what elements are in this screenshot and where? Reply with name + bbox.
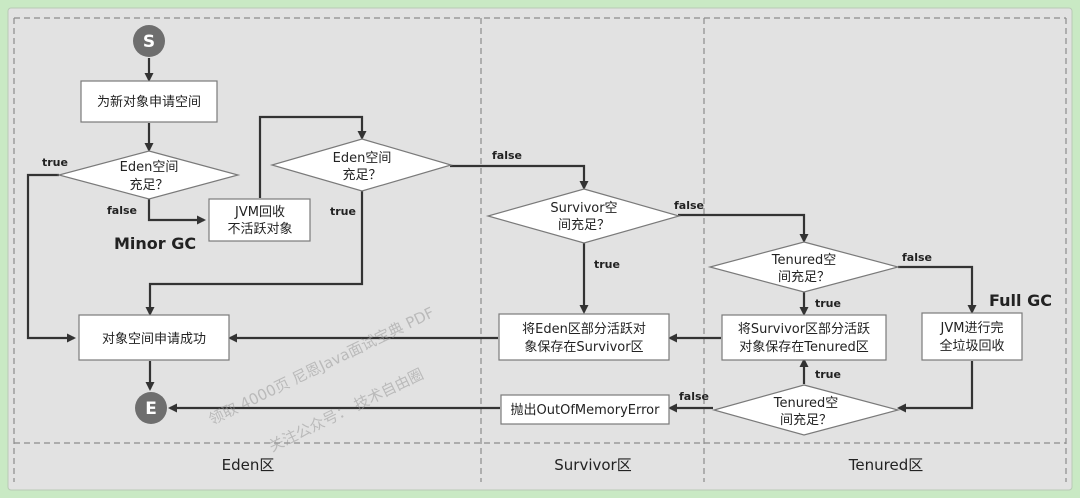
edge-label-false-2: false [492, 149, 522, 162]
zone-label-eden: Eden区 [222, 456, 275, 474]
minor-gc-annotation: Minor GC [114, 234, 196, 253]
end-node-label: E [145, 399, 157, 419]
edge-tenured1-false-to-fullgc [898, 265, 977, 314]
diagram-panel [7, 7, 1073, 491]
edge-label-true-1: true [42, 156, 68, 169]
jvm-reclaim-line1: JVM回收 [234, 205, 285, 220]
full-gc-annotation: Full GC [989, 291, 1052, 310]
alloc-request-label: 为新对象申请空间 [97, 94, 201, 110]
edge-label-true-5: true [815, 368, 841, 381]
survivor-check-diamond [485, 188, 682, 244]
full-gc-box-line2: 全垃圾回收 [939, 338, 1004, 354]
move-survivor-to-tenured-line1: 将Survivor区部分活跃 [738, 322, 870, 337]
edge-label-false-1: false [107, 204, 137, 217]
edge-label-false-3: false [674, 199, 704, 212]
edge-label-false-5: false [679, 390, 709, 403]
oom-label: 抛出OutOfMemoryError [511, 403, 661, 418]
edge-check2-true-to-success [145, 191, 364, 316]
edge-check2-false-to-survivor-check [450, 164, 589, 190]
full-gc-box-line1: JVM进行完 [940, 321, 1004, 336]
full-gc-box [921, 312, 1023, 361]
move-survivor-to-tenured-box [721, 314, 887, 361]
jvm-reclaim-box [208, 198, 311, 242]
survivor-check-line2: 间充足？ [558, 217, 610, 233]
tenured-check-1-line2: 间充足？ [778, 269, 830, 285]
tenured-check-2-line2: 间充足？ [780, 412, 832, 428]
eden-check-2-diamond [269, 138, 454, 192]
alloc-success-box [78, 314, 230, 361]
eden-check-2-line2: 充足？ [342, 167, 381, 183]
eden-check-2-line1: Eden空间 [333, 151, 392, 166]
edge-check1-true-to-success [26, 173, 76, 343]
oom-box [500, 394, 670, 425]
alloc-request-box [80, 80, 218, 123]
alloc-success-label: 对象空间申请成功 [102, 332, 206, 347]
start-node-label: S [143, 32, 155, 52]
jvm-reclaim-line2: 不活跃对象 [227, 222, 292, 237]
edge-fullgc-to-tenured2 [897, 361, 974, 413]
edge-label-true-4: true [815, 297, 841, 310]
edge-survivor-false-to-tenured-check [678, 213, 809, 243]
eden-check-1-line2: 充足？ [129, 177, 168, 193]
zone-label-tenured: Tenured区 [848, 456, 923, 474]
eden-check-1-line1: Eden空间 [120, 160, 179, 175]
move-eden-to-survivor-line2: 象保存在Survivor区 [524, 340, 643, 355]
move-eden-to-survivor-box [498, 313, 670, 361]
end-node [135, 392, 167, 424]
tenured-check-2-diamond [711, 384, 901, 436]
edge-check1-false-to-reclaim [147, 199, 206, 225]
edge-label-true-3: true [594, 258, 620, 271]
edge-label-false-4: false [902, 251, 932, 264]
tenured-check-1-line1: Tenured空 [771, 253, 837, 268]
start-node [133, 25, 165, 57]
eden-check-1-diamond [56, 150, 241, 200]
edge-reclaim-to-check2 [258, 115, 367, 198]
edge-label-true-2: true [330, 205, 356, 218]
move-eden-to-survivor-line1: 将Eden区部分活跃对 [522, 322, 646, 337]
tenured-check-2-line1: Tenured空 [773, 396, 839, 411]
zone-label-survivor: Survivor区 [554, 456, 631, 474]
tenured-check-1-diamond [707, 241, 901, 293]
survivor-check-line1: Survivor空 [550, 201, 617, 216]
move-survivor-to-tenured-line2: 对象保存在Tenured区 [739, 340, 869, 355]
